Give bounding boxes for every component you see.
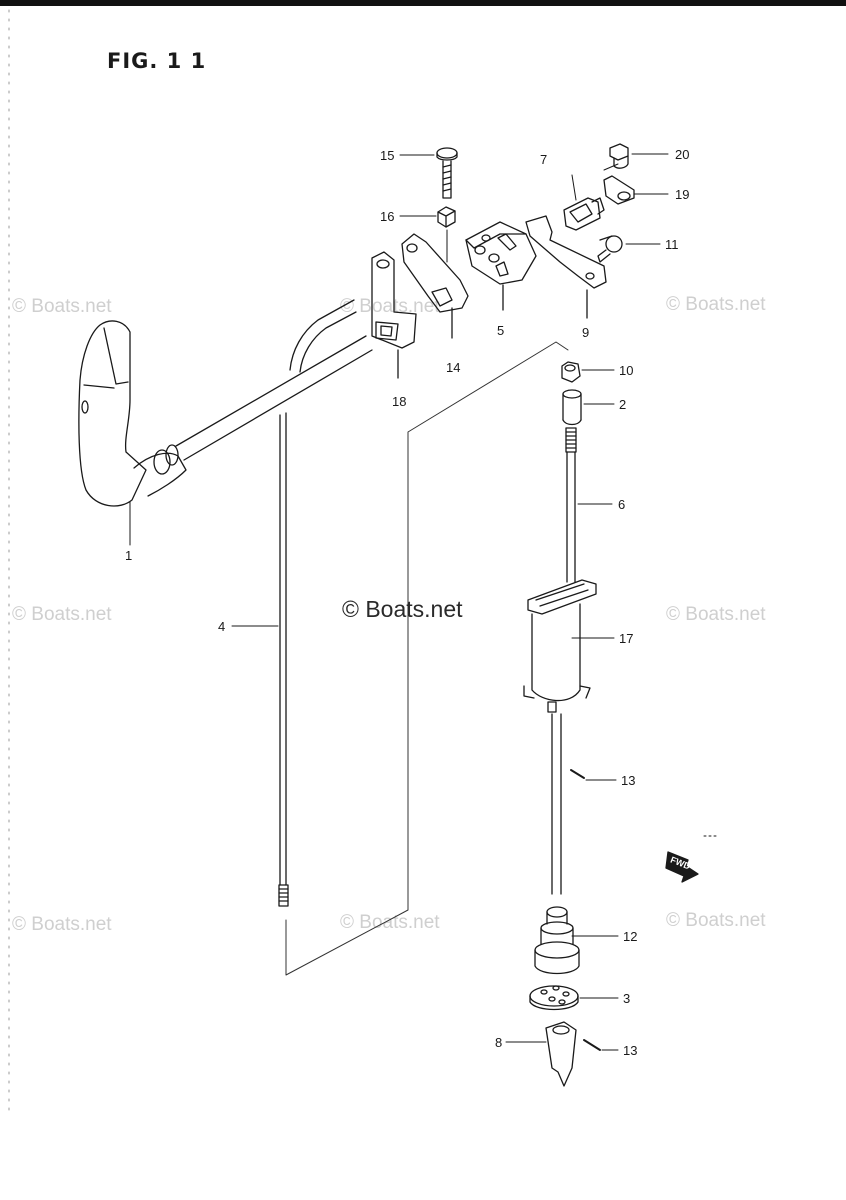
part-9-bracket — [525, 215, 607, 319]
callout-19: 19 — [675, 187, 690, 202]
part-14-housing — [523, 579, 597, 713]
part-6-rod — [565, 427, 577, 583]
callout-6: 6 — [618, 497, 626, 512]
part-17-nut — [437, 206, 456, 263]
part-4-rod — [278, 412, 289, 907]
watermark-tile: © Boats.net — [340, 296, 440, 317]
callout-15: 14 — [446, 360, 461, 375]
callout-4: 4 — [218, 619, 226, 634]
callout-1: 1 — [125, 548, 133, 563]
watermark-tile: © Boats.net — [666, 604, 766, 625]
part-8-bushing — [563, 174, 605, 231]
callout-7: 8 — [495, 1035, 503, 1050]
part-19-plate — [603, 175, 635, 205]
callout-8: 7 — [540, 152, 548, 167]
callout-13-lower: 13 — [623, 1043, 638, 1058]
callout-12: 12 — [623, 929, 638, 944]
top-border-line — [0, 0, 846, 6]
callout-18: 18 — [392, 394, 407, 409]
callout-20: 20 — [675, 147, 690, 162]
watermark-tile: © Boats.net — [666, 294, 766, 315]
watermark-tile: © Boats.net — [666, 910, 766, 931]
part-12-bushing — [534, 906, 580, 975]
part-7-arm — [545, 1021, 577, 1087]
part-13-pin-upper — [551, 713, 585, 895]
watermark-tile: © Boats.net — [12, 914, 112, 935]
watermark-main: © Boats.net — [342, 596, 463, 622]
part-5-cam — [465, 221, 537, 311]
part-3-washer — [529, 985, 579, 1011]
callout-9: 9 — [582, 325, 590, 340]
part-10-nut — [561, 361, 581, 383]
callout-5: 5 — [497, 323, 505, 338]
callout-leaders — [129, 153, 669, 1051]
alignment-guide-line — [285, 341, 569, 976]
callout-17: 16 — [380, 209, 395, 224]
callout-2: 2 — [619, 397, 627, 412]
part-16-screw — [436, 147, 458, 199]
watermark-tile: © Boats.net — [340, 912, 440, 933]
part-20-bolt — [603, 143, 629, 171]
part-15-lever — [401, 233, 469, 339]
callout-11: 11 — [665, 237, 679, 252]
watermark-tile: © Boats.net — [12, 296, 112, 317]
part-2-sleeve — [562, 389, 582, 426]
fwd-direction-arrow — [665, 851, 699, 883]
callout-13-upper: 13 — [621, 773, 636, 788]
watermark-tile: © Boats.net — [12, 604, 112, 625]
part-13-pin-lower — [583, 1039, 601, 1051]
control-shaft — [175, 299, 373, 461]
part-1-handle — [78, 320, 187, 507]
callout-16: 15 — [380, 148, 395, 163]
callout-10: 10 — [619, 363, 634, 378]
part-11-bolt — [597, 235, 623, 263]
callout-3: 3 — [623, 991, 631, 1006]
callout-14: 17 — [619, 631, 634, 646]
part-18-link — [371, 251, 417, 379]
figure-title: FIG. 1 1 — [107, 49, 207, 73]
